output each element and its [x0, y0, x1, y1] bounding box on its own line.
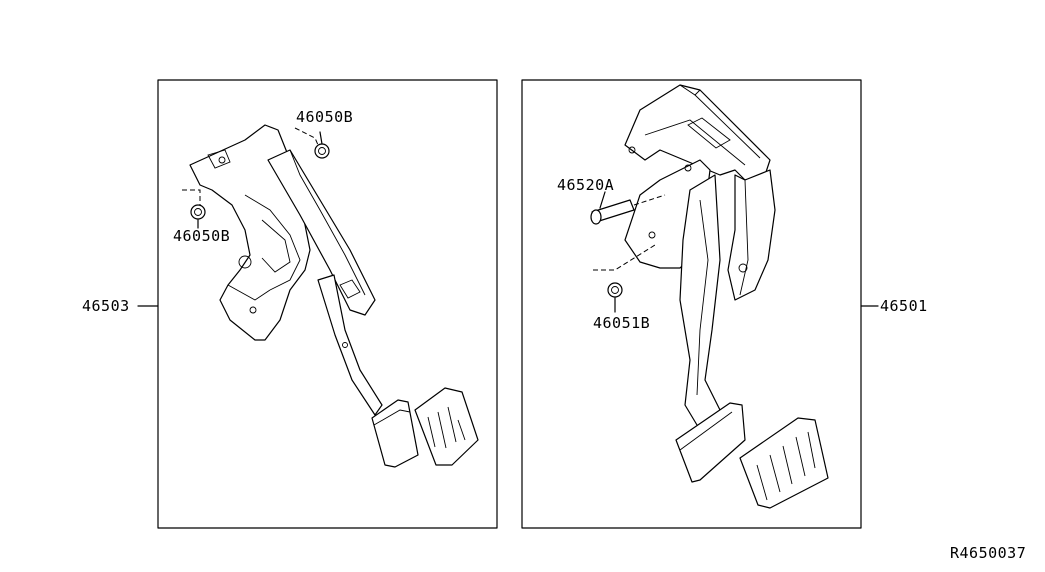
part-number-pin: 46520A — [557, 176, 615, 194]
nut-right — [607, 282, 623, 298]
nut-left-bottom — [190, 204, 206, 220]
part-number-nut-top: 46050B — [296, 108, 354, 126]
assembly-number-46503: 46503 — [82, 297, 130, 315]
right-panel-frame — [521, 79, 862, 529]
assembly-number-46501: 46501 — [880, 297, 928, 315]
left-panel-frame — [157, 79, 498, 529]
accelerator-brake-pedal-assembly — [590, 84, 829, 509]
part-number-nut-right: 46051B — [593, 314, 651, 332]
nut-left-top — [314, 143, 330, 159]
part-number-nut-bottom: 46050B — [173, 227, 231, 245]
pin-46520a — [590, 199, 635, 225]
drawing-code: R4650037 — [950, 544, 1027, 562]
clutch-brake-pedal-assembly — [182, 124, 479, 468]
